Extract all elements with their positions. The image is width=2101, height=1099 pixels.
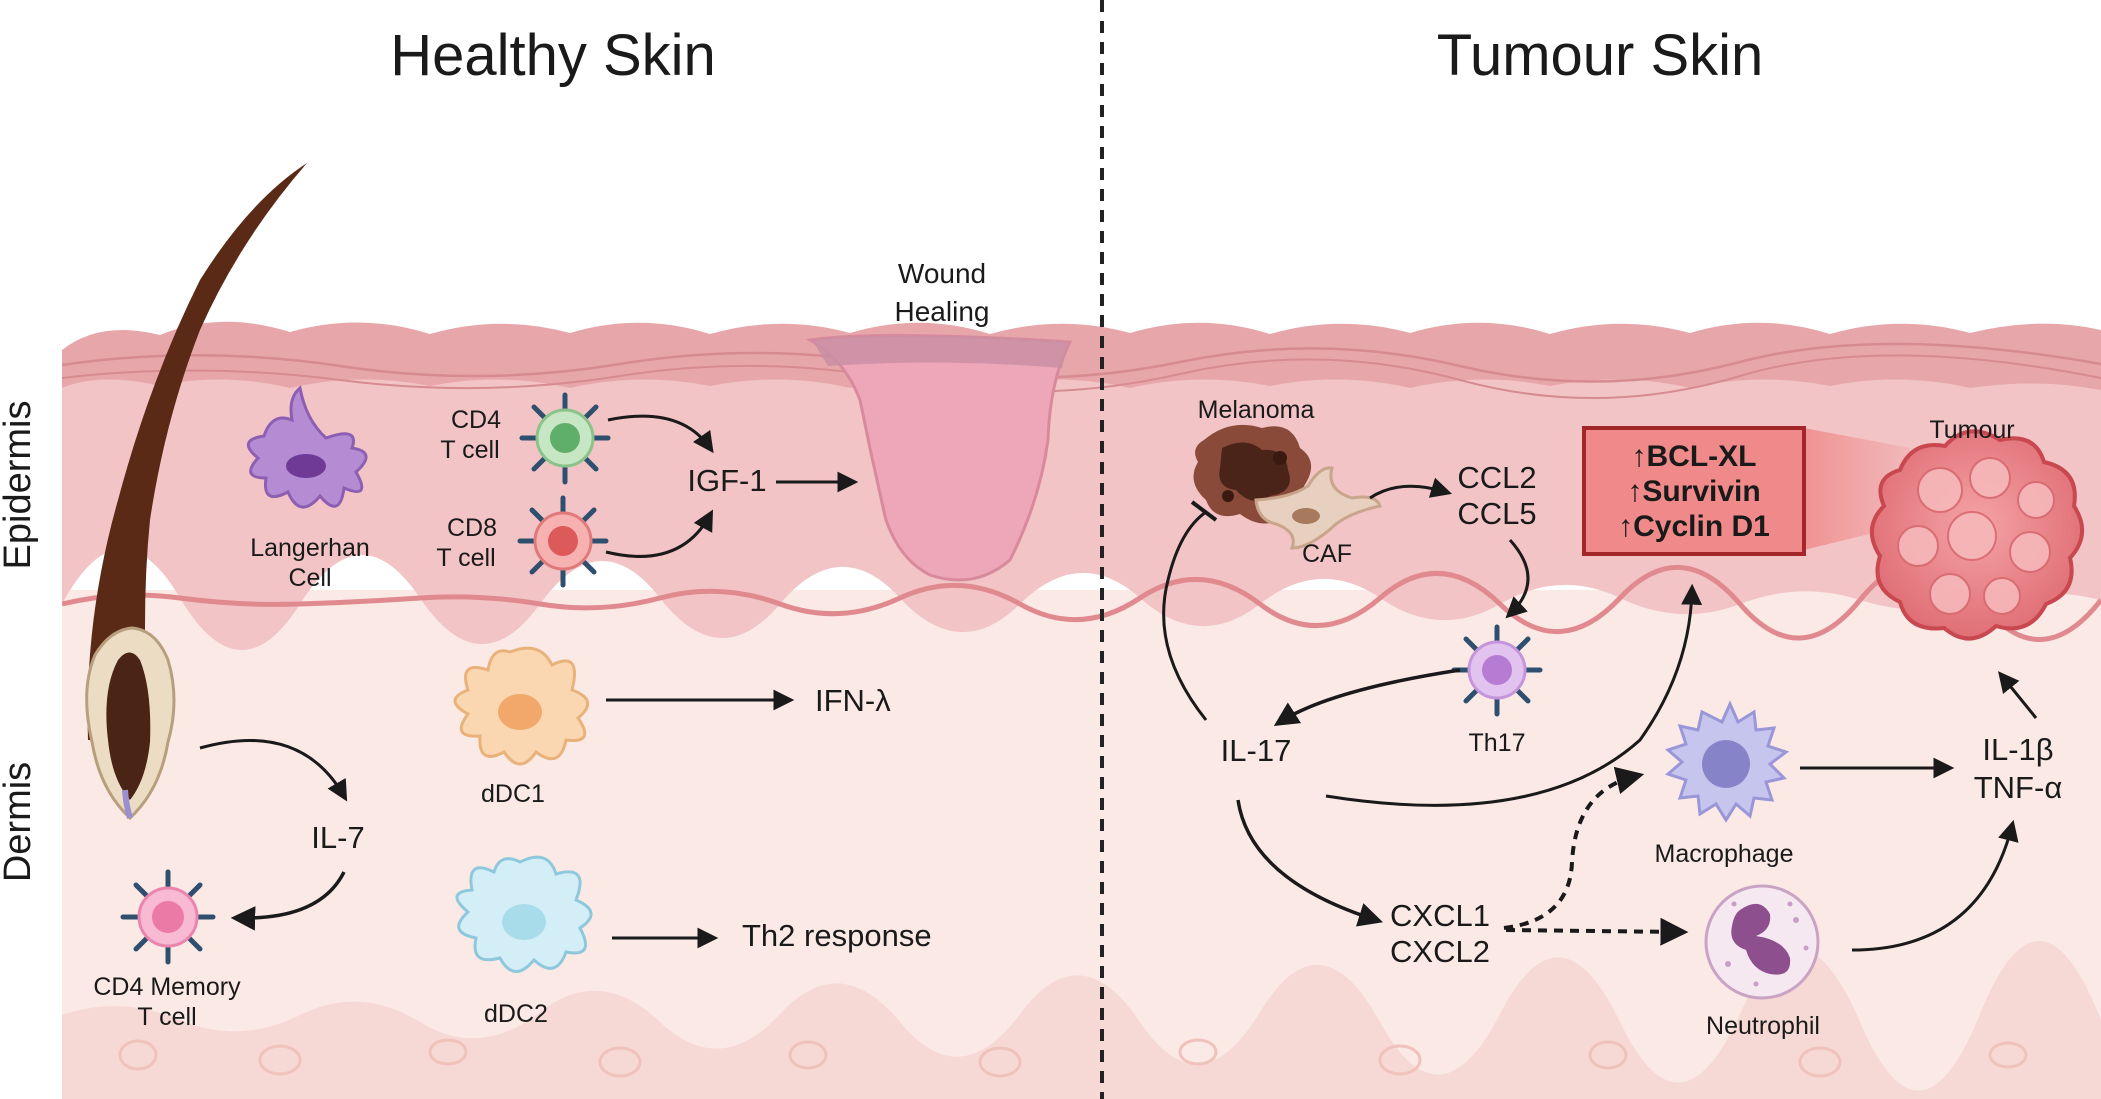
bcl-xl-label: ↑BCL-XL (1632, 440, 1757, 473)
cd8-label-2: T cell (436, 544, 495, 572)
ddc2-icon (455, 855, 593, 973)
left-gutter (0, 0, 62, 1099)
arrow-il17-box (1325, 583, 1703, 807)
tumour-skin-title: Tumour Skin (1437, 23, 1764, 88)
corneum-line-2 (61, 354, 2101, 400)
cd4-label-1: CD4 (451, 406, 501, 434)
stratum-corneum (62, 321, 2101, 390)
tnfa-label: TNF-α (1974, 770, 2063, 805)
cd4-t-cell-icon (519, 392, 611, 485)
cd8-label-1: CD8 (447, 514, 497, 542)
cd4-memory-label-2: T cell (137, 1003, 196, 1031)
inhibit-il17-melanoma (1162, 510, 1208, 721)
epidermis-label: Epidermis (0, 401, 39, 570)
th2-label: Th2 response (742, 918, 932, 953)
arrow-neutrophil-tnfa (1851, 819, 2019, 952)
arrow-il1b-tumour (1998, 671, 2038, 719)
langerhan-label-1: Langerhan (250, 534, 370, 562)
cyclin-d1-label: ↑Cyclin D1 (1618, 510, 1770, 543)
arrow-cd4-igf1 (607, 414, 714, 454)
wound-label-2: Healing (895, 296, 990, 327)
cd4-memory-t-cell-icon (120, 869, 216, 965)
inhibit-bar (1190, 500, 1218, 522)
ifn-label: IFN-λ (815, 683, 891, 718)
tumour-label: Tumour (1929, 416, 2014, 444)
caf-icon (1254, 466, 1382, 550)
ddc1-icon (453, 646, 589, 766)
caf-label: CAF (1302, 540, 1352, 568)
dermis-label: Dermis (0, 762, 39, 882)
wound-icon (805, 333, 1073, 582)
igf1-label: IGF-1 (687, 463, 766, 498)
subcutis-lobules (118, 1038, 2028, 1078)
ddc2-label: dDC2 (484, 1000, 548, 1028)
neutrophil-icon (1704, 884, 1820, 1000)
il1b-label: IL-1β (1982, 732, 2053, 767)
th17-icon (1451, 624, 1543, 717)
arrow-ccl-th17 (1505, 538, 1530, 619)
hair-follicle-icon (85, 163, 307, 821)
tumour-icon (1870, 429, 2084, 641)
neutrophil-label: Neutrophil (1706, 1012, 1820, 1040)
arrow-il17-cxcl (1236, 799, 1384, 927)
survivin-label: ↑Survivin (1627, 475, 1760, 508)
langerhan-label-2: Cell (288, 564, 331, 592)
ddc1-label: dDC1 (481, 780, 545, 808)
melanoma-label: Melanoma (1198, 396, 1315, 424)
wound-label-1: Wound (898, 258, 986, 289)
ccl2-label: CCL2 (1457, 460, 1536, 495)
arrow-cxcl-macrophage (1503, 766, 1645, 930)
arrow-il7-cd4mem (230, 871, 346, 931)
cd8-t-cell-icon (517, 495, 609, 588)
macrophage-icon (1665, 700, 1790, 823)
cd4-memory-label-1: CD4 Memory (93, 973, 241, 1001)
th17-label: Th17 (1469, 729, 1526, 757)
healthy-skin-title: Healthy Skin (390, 23, 716, 88)
il7-label: IL-7 (311, 820, 364, 855)
corneum-line-1 (61, 342, 2101, 383)
dermal-boundary (61, 561, 2101, 642)
ccl5-label: CCL5 (1457, 496, 1536, 531)
arrow-th17-il17 (1273, 668, 1461, 726)
macrophage-label: Macrophage (1655, 840, 1794, 868)
skin-layers (61, 321, 2101, 1099)
cd4-label-2: T cell (440, 436, 499, 464)
il17-label: IL-17 (1221, 733, 1292, 768)
cxcl1-label: CXCL1 (1390, 898, 1490, 933)
arrow-caf-ccl (1369, 477, 1453, 500)
arrow-cxcl-neutrophil (1505, 917, 1689, 946)
arrow-follicle-il7 (199, 738, 348, 802)
cxcl2-label: CXCL2 (1390, 934, 1490, 969)
arrow-cd8-igf1 (605, 509, 714, 558)
langerhan-cell-icon (247, 385, 368, 509)
